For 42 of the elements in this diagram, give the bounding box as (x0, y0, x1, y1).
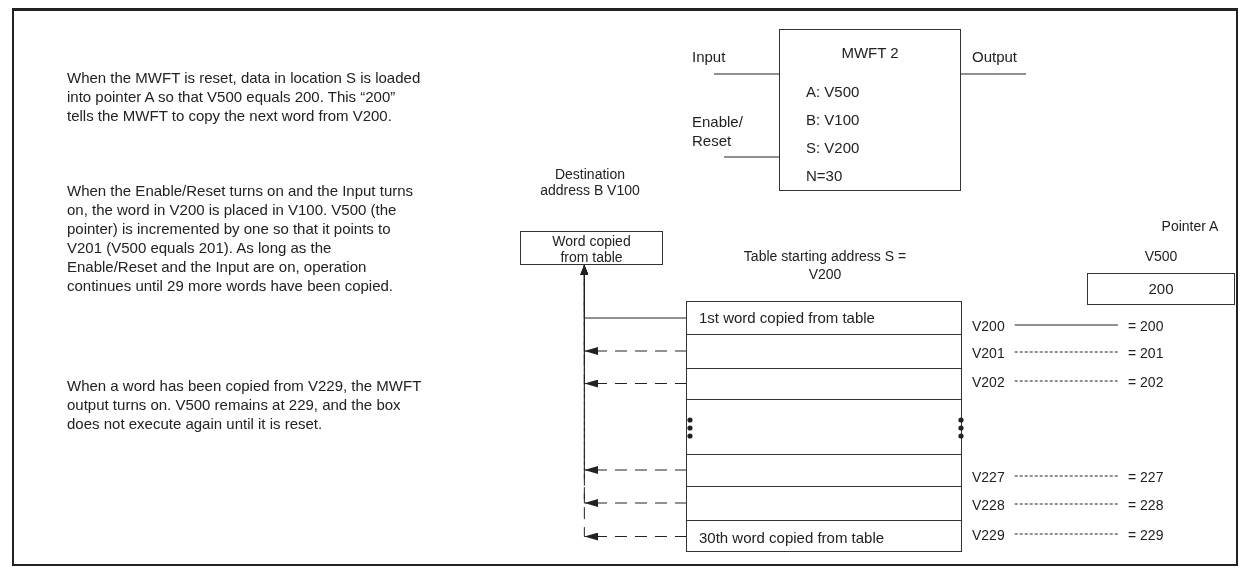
connector-line (1014, 351, 1119, 353)
address-label: V229 (972, 527, 1005, 543)
caption-label: Pointer A (1160, 217, 1220, 235)
value-label: = 202 (1128, 374, 1164, 390)
address-label: V228 (972, 497, 1005, 513)
value-label: = 229 (1128, 527, 1164, 543)
caption-label: Table starting address S = V200 (742, 247, 908, 283)
parameter-label: N=30 (806, 166, 843, 185)
table-outline (686, 301, 962, 552)
description-paragraph: When the MWFT is reset, data in location S is loaded into pointer A so that V500 equals 200. This “200” tells the MWFT to copy the next word from V200. (67, 68, 422, 125)
connector-line (1014, 380, 1119, 382)
connector-line (1014, 503, 1119, 505)
address-label: V202 (972, 374, 1005, 390)
description-paragraph: When the Enable/Reset turns on and the Input turns on, the word in V200 is placed in V100. V500 (the pointer) is incremented by one so that it points to V201 (V500 equals 201). As long as the Enable/Reset and the Input are on, operation continues until 29 more words have been copied. (67, 181, 415, 295)
parameter-label: S: V200 (806, 138, 860, 157)
address-label: V200 (972, 318, 1005, 334)
address-label: V227 (972, 469, 1005, 485)
signal-label: Enable/ Reset (692, 113, 743, 149)
value-label: = 227 (1128, 469, 1164, 485)
signal-line (960, 73, 1027, 75)
table-row: 30th word copied from table (687, 520, 961, 553)
signal-line (723, 156, 780, 158)
block-title: MWFT 2 (840, 43, 900, 62)
signal-label: Output (972, 48, 1018, 65)
parameter-label: B: V100 (806, 110, 860, 129)
signal-line (713, 73, 780, 75)
pointer-box: 200 (1087, 273, 1235, 305)
parameter-label: A: V500 (806, 82, 860, 101)
connector-line (1014, 324, 1119, 326)
function-block (779, 29, 961, 191)
address-label: V201 (972, 345, 1005, 361)
connector-line (1014, 533, 1119, 535)
value-label: = 200 (1128, 318, 1164, 334)
destination-box: Word copied from table (520, 231, 663, 265)
value-label: = 201 (1128, 345, 1164, 361)
description-paragraph: When a word has been copied from V229, the MWFT output turns on. V500 remains at 229, and the box does not execute again until it is reset. (67, 376, 422, 433)
signal-label: Input (692, 48, 726, 65)
caption-label: V500 (1143, 247, 1179, 265)
table-row: 1st word copied from table (687, 302, 961, 334)
connector-line (1014, 475, 1119, 477)
caption-label: Destination address B V100 (540, 166, 640, 198)
value-label: = 228 (1128, 497, 1164, 513)
